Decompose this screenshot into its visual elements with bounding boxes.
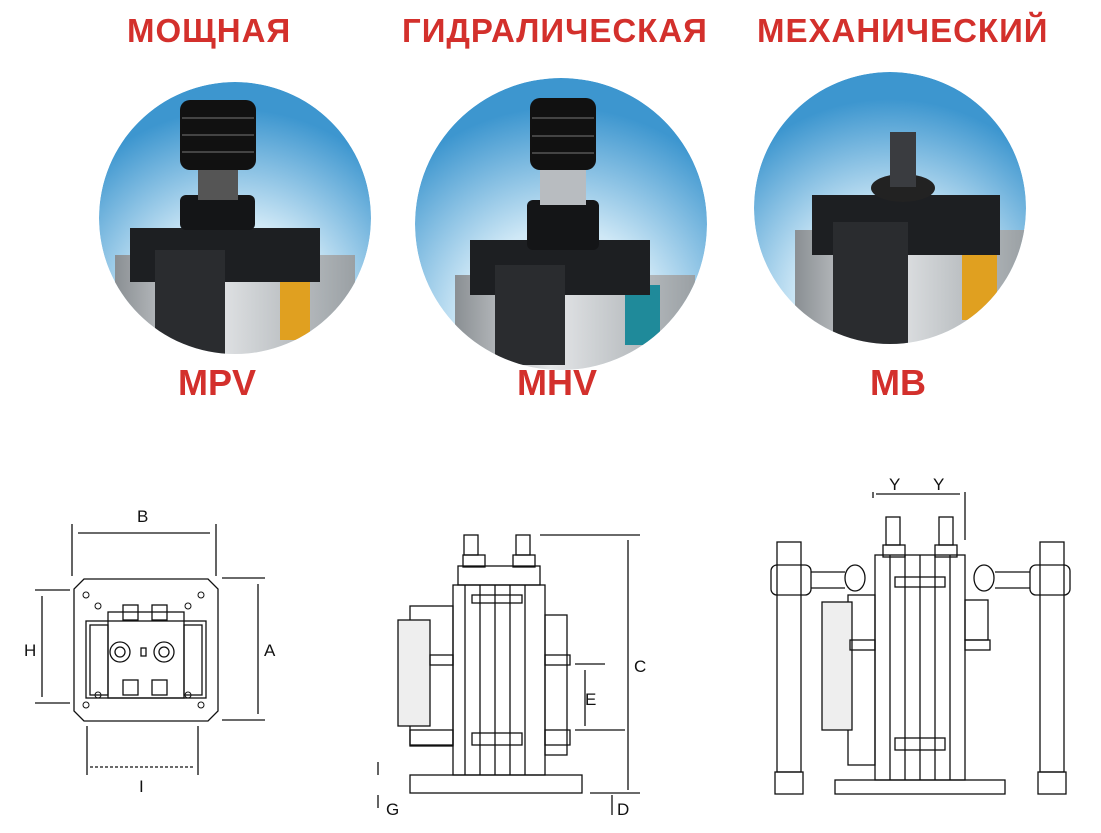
model-label-mpv: MPV: [178, 362, 257, 403]
dim-label-h: H: [24, 641, 36, 660]
drawing-side-view: [377, 534, 640, 815]
model-label-mb: MB: [870, 362, 926, 403]
dim-label-b: B: [137, 507, 148, 526]
drawing-top-view: [35, 524, 265, 775]
drawing-front-view: [770, 492, 1071, 795]
product-photo-mhv: [415, 78, 707, 370]
model-label-mhv: MHV: [517, 362, 597, 403]
dim-label-e: E: [585, 690, 596, 709]
category-title-mhv: ГИДРАЛИЧЕСКАЯ: [402, 12, 708, 49]
dim-label-i: I: [139, 777, 144, 796]
dim-label-y-right: Y: [933, 475, 944, 494]
dim-label-a: A: [264, 641, 276, 660]
dim-label-d: D: [617, 800, 629, 819]
dim-label-c: C: [634, 657, 646, 676]
category-title-mb: МЕХАНИЧЕСКИЙ: [757, 12, 1049, 49]
dim-label-g: G: [386, 800, 399, 819]
product-photo-mb: [754, 72, 1026, 344]
dim-label-y-left: Y: [889, 475, 900, 494]
product-photo-mpv: [99, 82, 371, 354]
category-title-mpv: МОЩНАЯ: [127, 12, 292, 49]
